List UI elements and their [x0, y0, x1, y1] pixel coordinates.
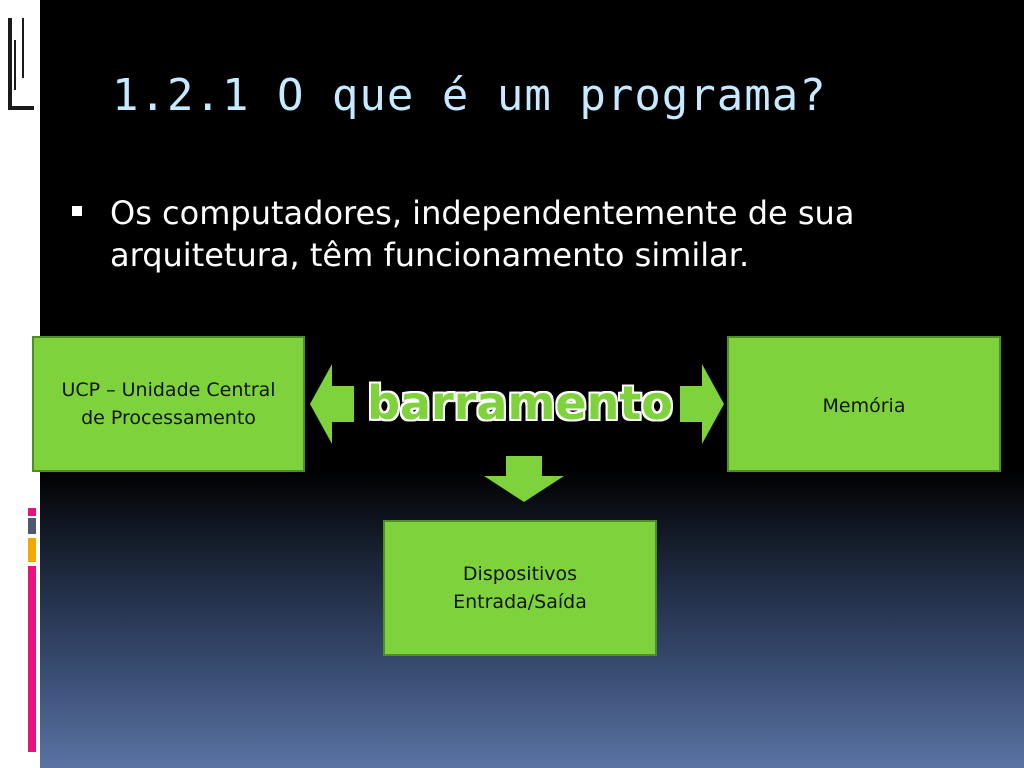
down-arrow-icon [484, 456, 564, 502]
memory-label: Memória [822, 395, 906, 417]
memory-box: Memória [727, 336, 1001, 472]
right-arrow-icon [680, 364, 724, 444]
ucp-label: UCP – Unidade Central de Processamento [61, 379, 276, 429]
slide-title: 1.2.1 O que é um programa? [112, 70, 827, 121]
bus-label: barramento [367, 376, 673, 430]
devices-label: Dispositivos Entrada/Saída [453, 563, 587, 613]
bullet-item: Os computadores, independentemente de su… [72, 192, 972, 276]
bullet-text: Os computadores, independentemente de su… [110, 194, 855, 274]
ucp-box: UCP – Unidade Central de Processamento [32, 336, 305, 472]
square-bullet-icon [72, 206, 82, 216]
left-arrow-icon [310, 364, 354, 444]
devices-box: Dispositivos Entrada/Saída [383, 520, 657, 656]
